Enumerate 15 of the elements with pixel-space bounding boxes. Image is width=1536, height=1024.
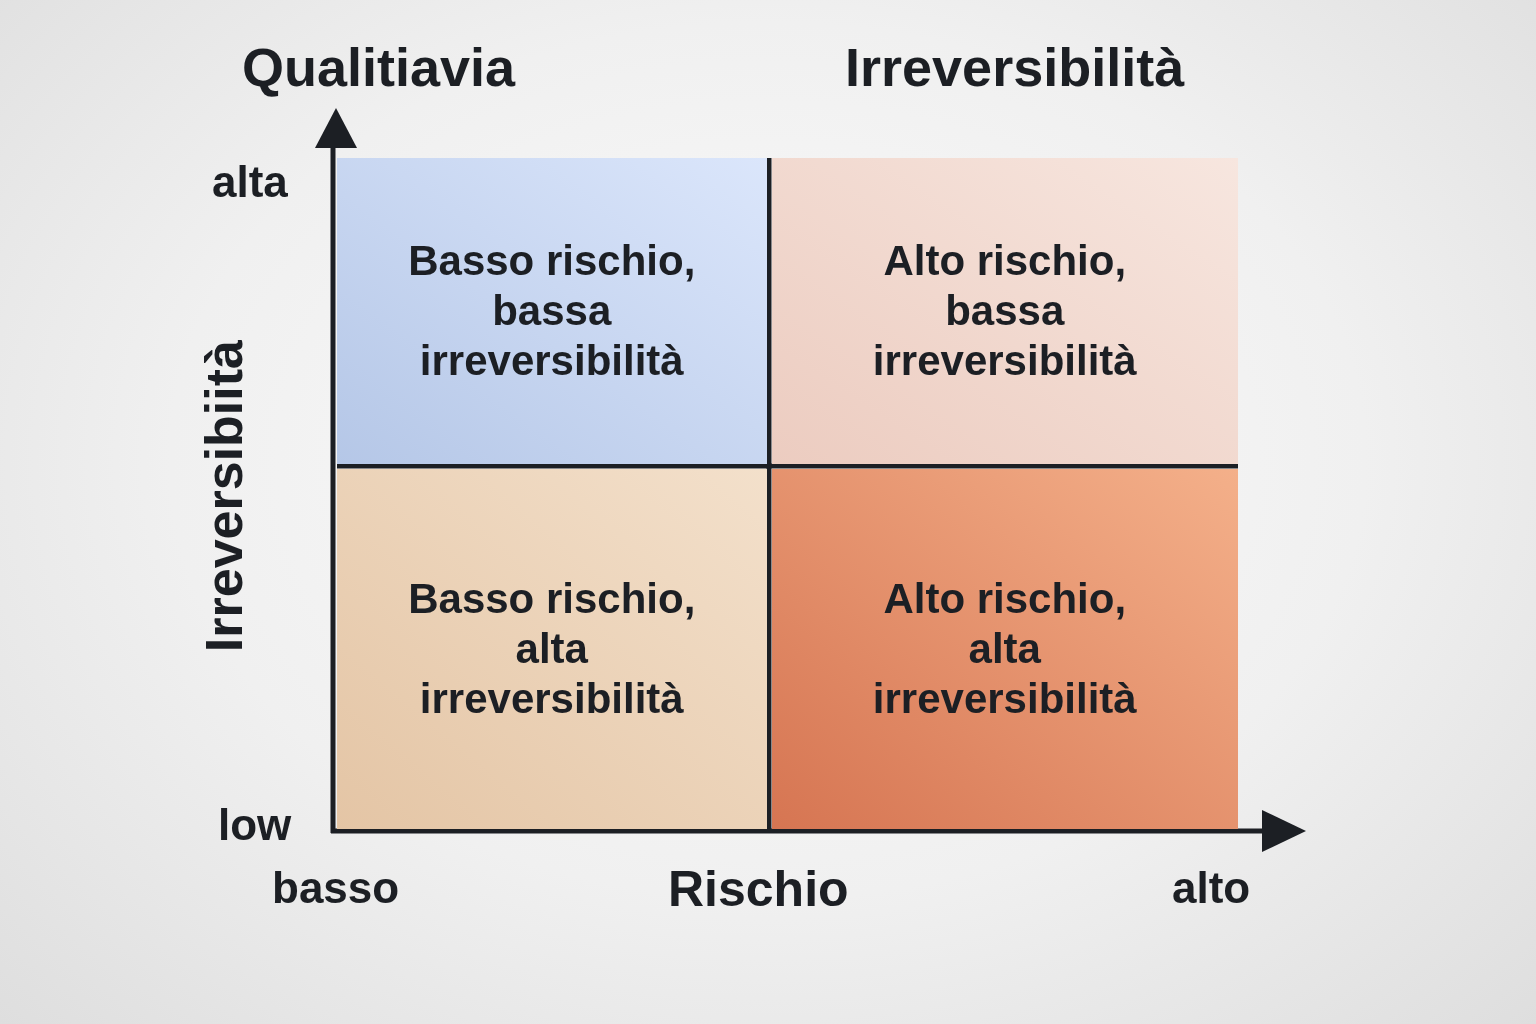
- axis-tick-label: basso: [272, 866, 400, 910]
- quadrant-label: Basso rischio, alta irreversibilità: [407, 573, 697, 724]
- axis-title: Rischio: [668, 864, 849, 914]
- quadrant-label: Alto rischio, alta irreversibilità: [871, 573, 1138, 724]
- quadrant-panel: [337, 158, 767, 464]
- heading: Irreversibilità: [845, 40, 1185, 94]
- quadrant-panel: [771, 158, 1238, 464]
- axis-tick-label: low: [218, 803, 292, 847]
- quadrant-label: Basso rischio, bassa irreversibilità: [407, 235, 697, 386]
- quadrant-label: Alto rischio, bassa irreversibilità: [871, 235, 1138, 386]
- axis-title: Irreversibiità: [198, 340, 250, 653]
- quadrant-panel: [771, 468, 1238, 829]
- axis-tick-label: alto: [1172, 866, 1251, 910]
- quadrant-panel: [337, 468, 767, 829]
- axis-tick-label: alta: [212, 160, 288, 204]
